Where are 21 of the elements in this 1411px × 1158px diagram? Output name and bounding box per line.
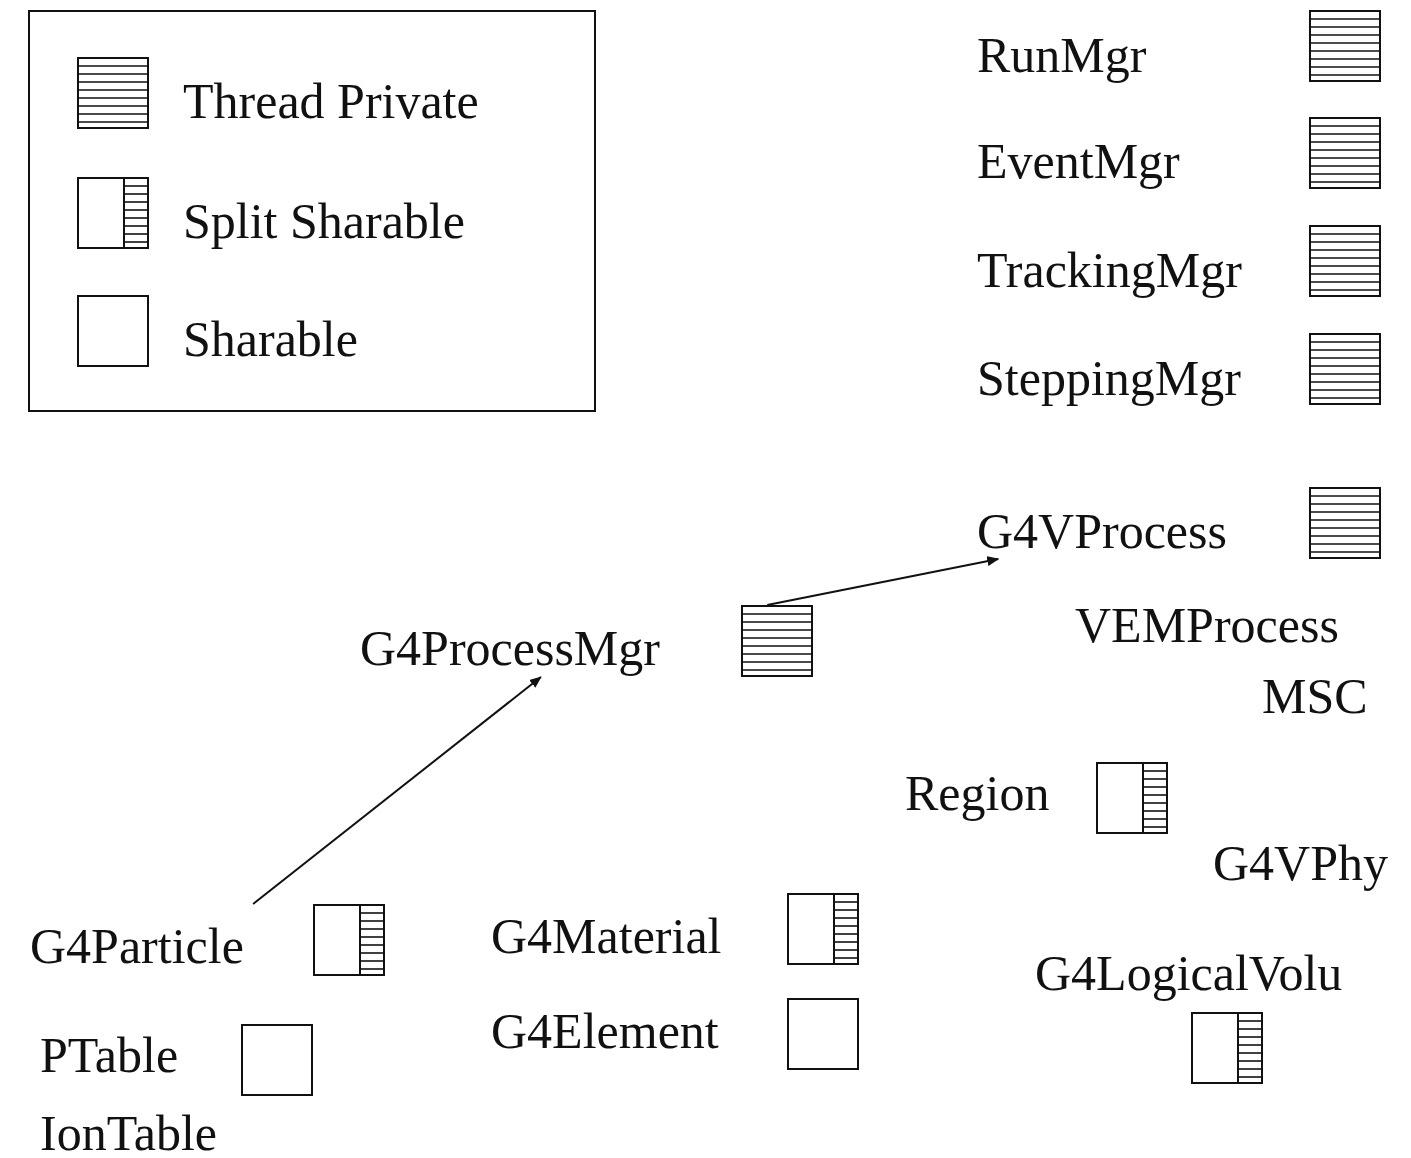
class-name-label: G4Element	[491, 1003, 719, 1059]
class-name-label: RunMgr	[977, 27, 1147, 83]
class-name-label: IonTable	[40, 1105, 217, 1158]
arrow	[766, 556, 1000, 606]
legend-text: Sharable	[183, 311, 358, 367]
legend-text: Thread Private	[183, 73, 479, 129]
class-name-label: TrackingMgr	[977, 242, 1242, 298]
legend-text: Split Sharable	[183, 193, 465, 249]
class-name-label: SteppingMgr	[977, 350, 1241, 406]
class-name-label: G4Particle	[30, 918, 244, 974]
class-name-label: MSC	[1262, 668, 1368, 724]
class-name-label: Region	[905, 765, 1050, 821]
class-name-label: VEMProcess	[1075, 597, 1339, 653]
arrow	[252, 676, 542, 905]
class-name-label: G4LogicalVolu	[1035, 945, 1343, 1001]
class-name-label: EventMgr	[977, 133, 1180, 189]
class-name-label: PTable	[40, 1027, 179, 1083]
class-name-label: G4ProcessMgr	[360, 620, 660, 676]
class-name-label: G4VPhy	[1213, 835, 1389, 891]
class-name-label: G4VProcess	[977, 503, 1227, 559]
class-name-label: G4Material	[491, 908, 722, 964]
